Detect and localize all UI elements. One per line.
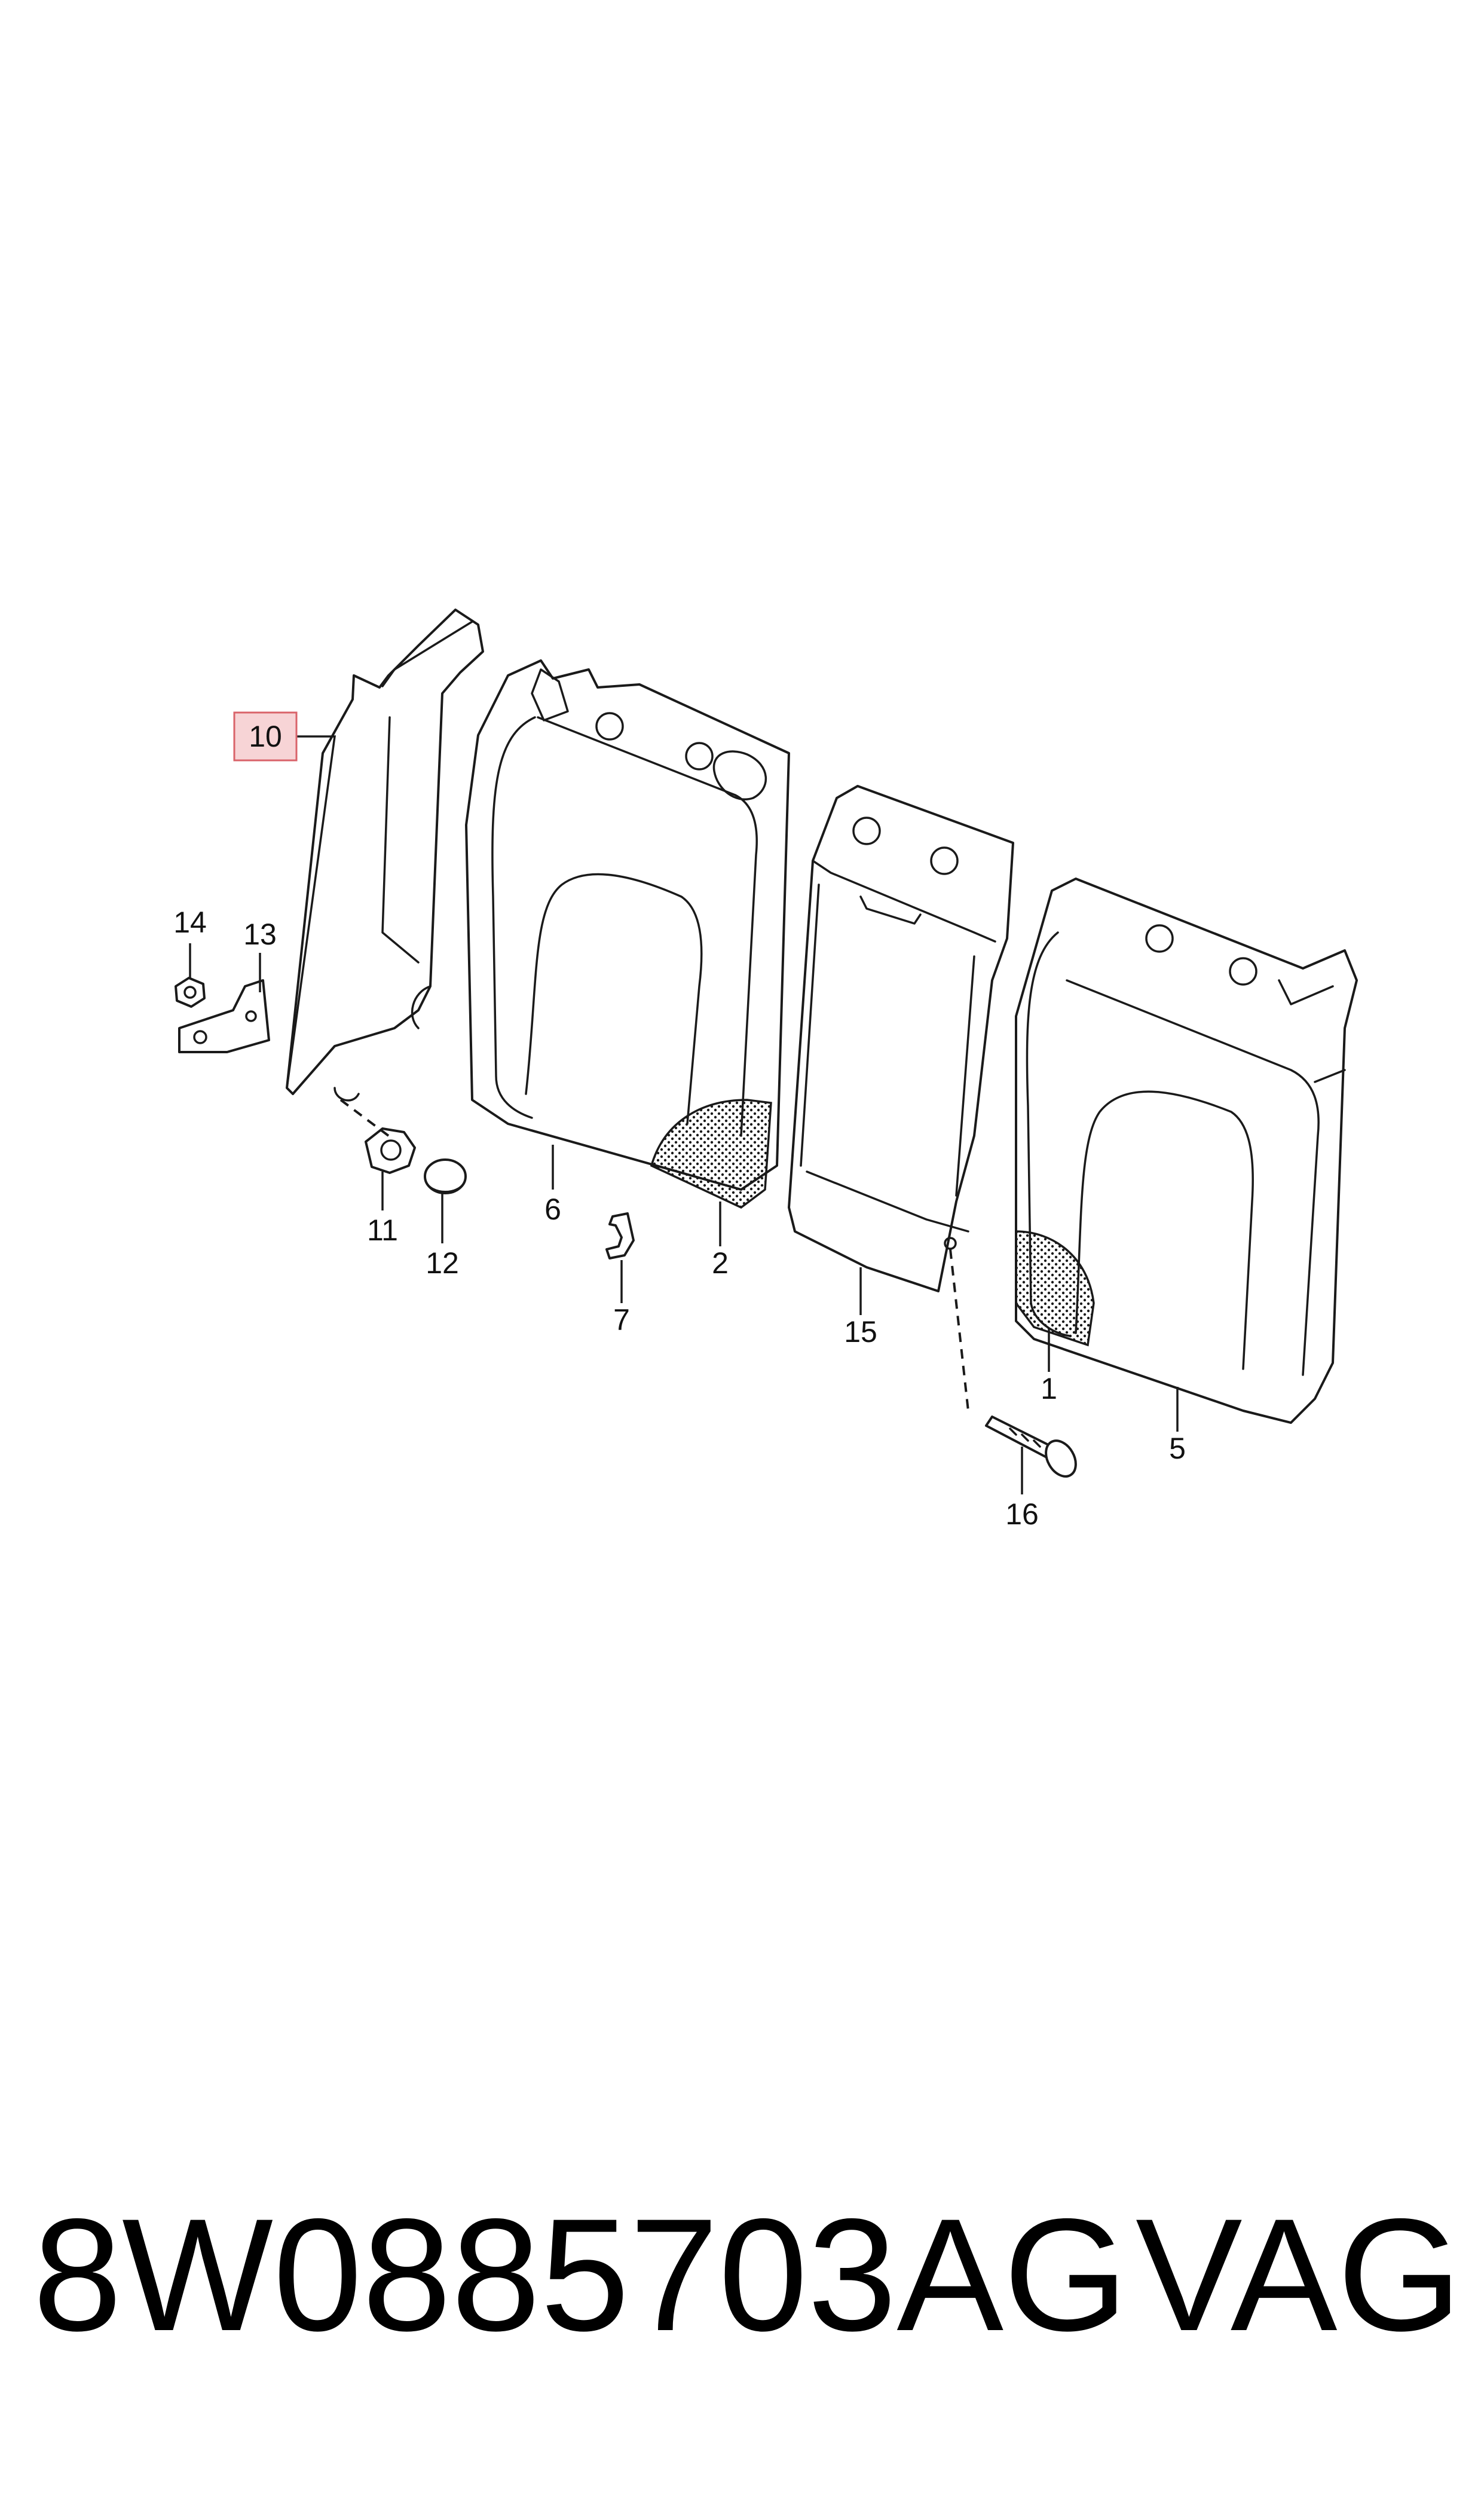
callout-7[interactable]: 7 <box>613 1303 630 1337</box>
callout-5[interactable]: 5 <box>1169 1432 1186 1465</box>
callout-11[interactable]: 11 <box>367 1213 398 1247</box>
assembly-line-nut <box>339 1099 390 1137</box>
assembly-line-bolt <box>949 1249 969 1411</box>
footer: 8W0885703AG VAG <box>0 2176 1484 2373</box>
callout-13[interactable]: 13 <box>243 918 277 951</box>
leader-10 <box>286 735 336 1089</box>
part-10-side-trim[interactable] <box>286 609 484 1102</box>
callout-10-highlight <box>233 711 298 762</box>
part-11-flange-nut[interactable] <box>365 1127 416 1174</box>
callout-14[interactable]: 14 <box>173 906 207 939</box>
part-16-bolt[interactable] <box>985 1416 1082 1482</box>
part-13-bracket[interactable] <box>178 979 270 1053</box>
part-7-hook[interactable] <box>605 1212 635 1259</box>
brand-label: VAG <box>1136 2185 1462 2364</box>
part-15-center-panel[interactable] <box>788 785 1014 1292</box>
callout-2[interactable]: 2 <box>712 1246 729 1280</box>
callout-10[interactable]: 10 <box>249 720 282 753</box>
part-6-backrest-frame-left[interactable] <box>465 659 790 1209</box>
part-14-nut[interactable] <box>175 977 206 1008</box>
callout-1[interactable]: 1 <box>1041 1372 1057 1405</box>
part-number: 8W0885703AG <box>33 2185 1128 2364</box>
callout-16[interactable]: 16 <box>1005 1497 1039 1531</box>
part-12-cap[interactable] <box>424 1158 467 1194</box>
callout-12[interactable]: 12 <box>426 1246 459 1280</box>
callout-6[interactable]: 6 <box>544 1193 561 1226</box>
part-5-backrest-frame-right[interactable] <box>1015 878 1358 1424</box>
callout-15[interactable]: 15 <box>844 1315 877 1349</box>
